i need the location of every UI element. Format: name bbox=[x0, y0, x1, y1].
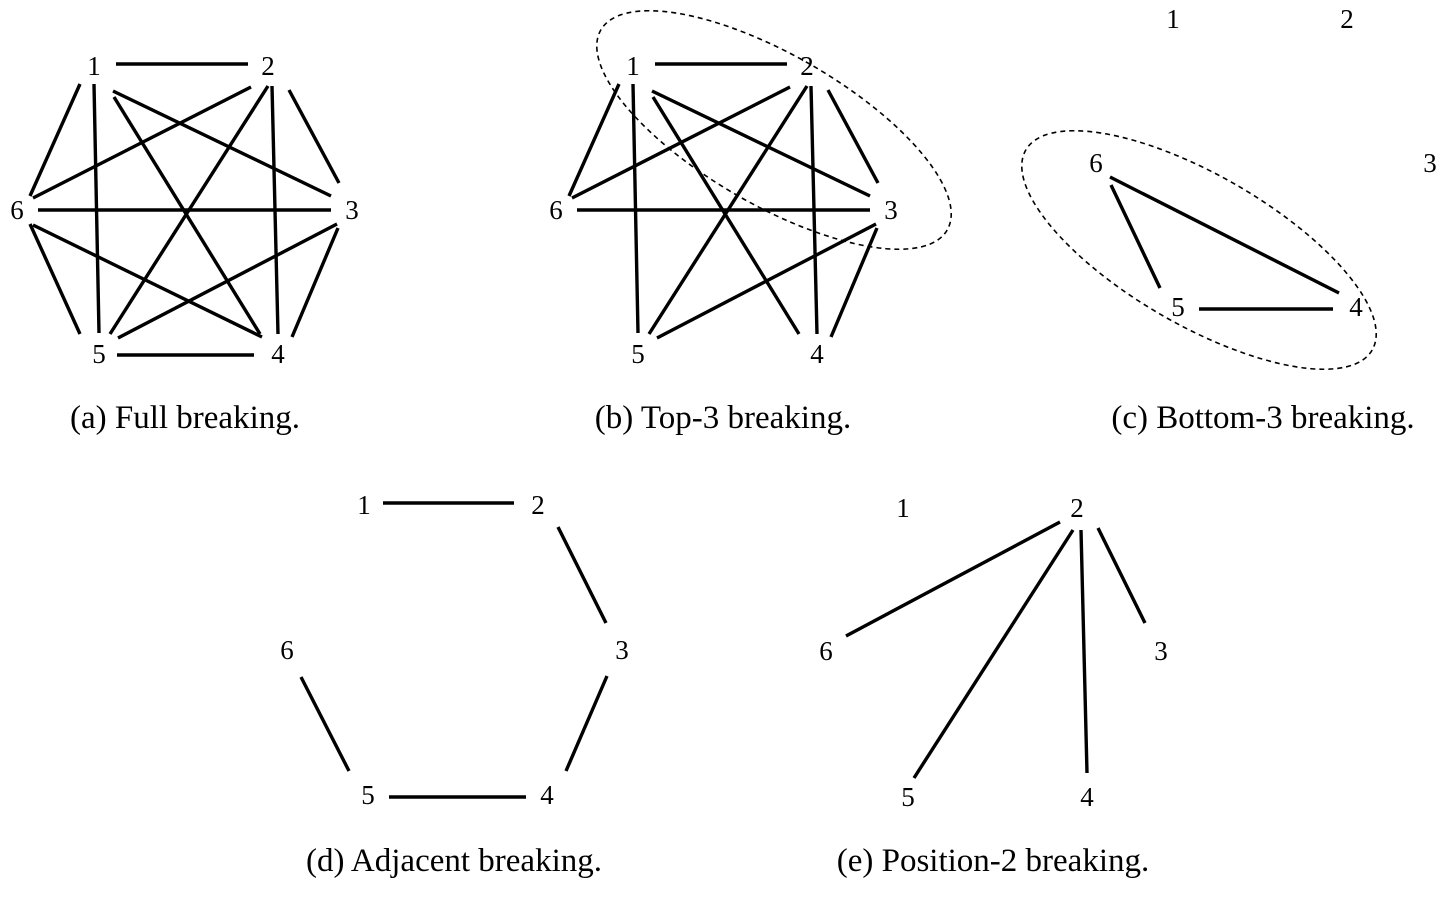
node-2-label: 2 bbox=[800, 51, 814, 81]
node-1-label: 1 bbox=[357, 490, 371, 520]
edge-5-6 bbox=[299, 676, 351, 772]
node-3-label: 3 bbox=[1423, 148, 1437, 178]
node-5-label: 5 bbox=[361, 780, 375, 810]
edge-2-3 bbox=[556, 526, 608, 624]
edge-3-5 bbox=[656, 222, 877, 340]
group-ellipse bbox=[1020, 129, 1378, 371]
node-3-label: 3 bbox=[345, 195, 359, 225]
node-2-label: 2 bbox=[531, 490, 545, 520]
edge-3-5 bbox=[117, 222, 338, 340]
caption-e: (e) Position-2 breaking. bbox=[837, 843, 1150, 879]
node-3-label: 3 bbox=[615, 635, 629, 665]
node-3-label: 3 bbox=[884, 195, 898, 225]
caption-c: (c) Bottom-3 breaking. bbox=[1111, 400, 1414, 436]
edge-5-6 bbox=[28, 223, 82, 335]
edge-2-4 bbox=[1079, 529, 1089, 774]
node-4-label: 4 bbox=[271, 339, 285, 369]
edge-2-3 bbox=[826, 89, 880, 184]
edge-3-4 bbox=[564, 675, 609, 772]
edge-1-3 bbox=[651, 89, 871, 198]
caption-b: (b) Top-3 breaking. bbox=[595, 400, 851, 436]
edge-2-3 bbox=[287, 89, 341, 184]
edge-4-6 bbox=[1109, 175, 1340, 295]
caption-a: (a) Full breaking. bbox=[70, 400, 300, 436]
node-6-label: 6 bbox=[549, 195, 563, 225]
edge-4-6 bbox=[32, 223, 263, 339]
edge-1-3 bbox=[112, 89, 332, 198]
node-3-label: 3 bbox=[1154, 636, 1168, 666]
node-1-label: 1 bbox=[626, 51, 640, 81]
edge-1-6 bbox=[28, 83, 82, 197]
node-6-label: 6 bbox=[1089, 148, 1103, 178]
edge-5-6 bbox=[1109, 184, 1162, 289]
panel-b: 1 2 3 4 5 6 (b) Top-3 breaking. bbox=[549, 9, 953, 436]
edge-2-6 bbox=[32, 85, 252, 200]
node-4-label: 4 bbox=[1080, 782, 1094, 812]
edge-3-4 bbox=[829, 227, 879, 338]
node-5-label: 5 bbox=[92, 339, 106, 369]
node-5-label: 5 bbox=[1171, 292, 1185, 322]
node-2-label: 2 bbox=[1070, 493, 1084, 523]
panel-c: 1 2 3 4 5 6 (c) Bottom-3 breaking. bbox=[1020, 4, 1437, 436]
node-2-label: 2 bbox=[261, 51, 275, 81]
node-1-label: 1 bbox=[1166, 4, 1180, 34]
edge-2-6 bbox=[571, 85, 791, 200]
node-5-label: 5 bbox=[901, 782, 915, 812]
edge-3-4 bbox=[290, 227, 340, 338]
node-6-label: 6 bbox=[280, 635, 294, 665]
node-4-label: 4 bbox=[1349, 292, 1363, 322]
node-6-label: 6 bbox=[819, 636, 833, 666]
edge-2-6 bbox=[845, 520, 1061, 638]
node-4-label: 4 bbox=[540, 780, 554, 810]
node-1-label: 1 bbox=[87, 51, 101, 81]
node-1-label: 1 bbox=[896, 493, 910, 523]
group-ellipse bbox=[595, 9, 953, 251]
edge-2-3 bbox=[1096, 527, 1147, 624]
node-2-label: 2 bbox=[1340, 4, 1354, 34]
edge-1-6 bbox=[567, 83, 621, 197]
panel-d: 1 2 3 4 5 6 (d) Adjacent breaking. bbox=[280, 490, 629, 879]
panel-a: 1 2 3 4 5 6 (a) Full breaking. bbox=[10, 51, 359, 436]
node-4-label: 4 bbox=[810, 339, 824, 369]
caption-d: (d) Adjacent breaking. bbox=[306, 843, 602, 879]
node-6-label: 6 bbox=[10, 195, 24, 225]
panel-e: 1 2 3 4 5 6 (e) Position-2 breaking. bbox=[819, 493, 1168, 879]
node-5-label: 5 bbox=[631, 339, 645, 369]
edge-2-5 bbox=[912, 529, 1075, 779]
